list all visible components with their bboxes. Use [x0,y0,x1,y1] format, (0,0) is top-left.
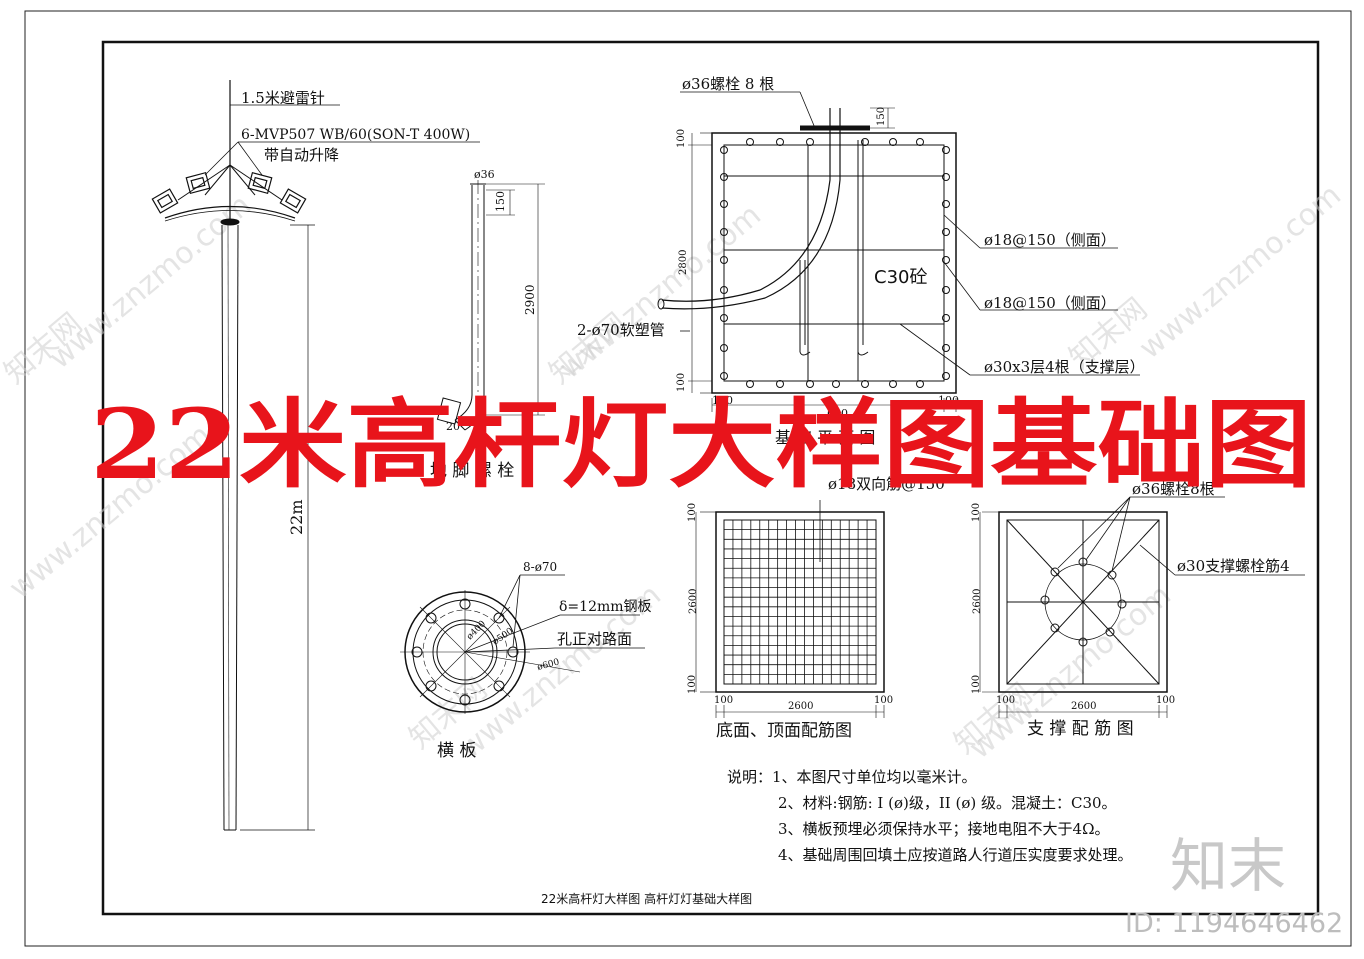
inner-frame [101,40,1320,916]
mesh-label: ø18双向筋@150 [828,475,945,493]
support-bars-label: ø30支撑螺栓筋4 [1177,557,1290,575]
foundation-dim-b600: 600 [827,407,848,420]
foundation-bolts-label: ø36螺栓 8 根 [682,75,774,93]
foundation-dim-2800: 2800 [678,250,689,275]
auto-lift-label: 带自动升降 [264,146,339,164]
mesh-title: 底面、顶面配筋图 [716,721,852,741]
mesh-dim-100-right: 100 [874,695,893,706]
support-layer-label: ø30x3层4根（支撑层） [984,358,1145,376]
plate-thickness-label: δ=12mm钢板 [559,599,652,615]
anchor-top-len: 150 [494,191,507,212]
mesh-dim-100-top: 100 [687,503,698,522]
pole-drawing [151,80,480,831]
anchor-bottom: 20 [446,420,460,433]
rebar-mesh-drawing [695,500,885,718]
foundation-dim-b100-right: 100 [938,394,959,407]
support-dim-2600: 2600 [972,589,983,614]
outer-border [24,10,1352,947]
plate-holes-label: 8-ø70 [523,560,557,574]
base-plate-drawing [400,574,645,714]
watermark-site: 知末网 [543,306,634,391]
note-line-3: 3、横板预埋必须保持水平；接地电阻不大于4Ω。 [778,820,1110,838]
anchor-len: 2900 [523,284,537,315]
lamp-spec-label: 6-MVP507 WB/60(SON-T 400W) [241,127,470,143]
concrete-label: C30砼 [874,267,927,288]
lightning-rod-label: 1.5米避雷针 [241,89,325,107]
anchor-bolt-drawing [436,180,545,431]
watermark-url: www.znzmo.com [43,188,258,377]
mesh-dim-2600-h: 2600 [788,701,813,712]
foundation-plan-title: 基 础 平 面 图 [775,428,875,447]
mesh-dim-2600: 2600 [688,589,699,614]
foundation-plan-drawing [657,91,1140,412]
note-line-4: 4、基础周围回填土应按道路人行道压实度要求处理。 [778,846,1133,864]
plate-align-label: 孔正对路面 [557,630,632,648]
mesh-dim-100-left: 100 [714,695,733,706]
watermark-url: www.znzmo.com [1133,178,1348,367]
mesh-dim-100-bottom: 100 [687,675,698,694]
foundation-dim-100-bottom: 100 [676,373,687,392]
pole-height-label: 22m [287,499,306,535]
watermark-id: ID: 1194646462 [1125,908,1343,939]
anchor-title: 地 脚 螺 栓 [430,461,514,481]
side-rebar-label-2: ø18@150（侧面） [984,294,1116,312]
support-rebar-drawing [979,496,1305,718]
support-dim-100-bottom: 100 [971,675,982,694]
hose-label: 2-ø70软塑管 [577,321,665,339]
note-line-1: 说明：1、本图尺寸单位均以毫米计。 [727,768,977,786]
support-dim-100-top: 100 [971,503,982,522]
bottom-caption: 22米高杆灯大样图 高杆灯灯基础大样图 [541,891,752,906]
foundation-dim-b100-left: 100 [712,394,733,407]
note-line-2: 2、材料:钢筋: I (ø)级，II (ø) 级。混凝土：C30。 [778,794,1117,812]
support-dim-100-right: 100 [1156,695,1175,706]
support-dim-2600-h: 2600 [1071,701,1096,712]
side-rebar-label-1: ø18@150（侧面） [984,231,1116,249]
support-title: 支 撑 配 筋 图 [1027,719,1134,739]
plate-d400: ø400 [465,619,488,642]
support-dim-100-left: 100 [996,695,1015,706]
plate-title: 横 板 [437,741,476,761]
foundation-dim-100-top: 100 [676,129,687,148]
support-bolts-label: ø36螺栓8根 [1132,480,1215,498]
watermark-logo: 知末 [1170,832,1286,900]
foundation-dim-150: 150 [876,107,887,126]
overlay-title: 22米高杆灯大样图基础图 [90,388,1312,501]
anchor-dia-label: ø36 [474,168,495,181]
